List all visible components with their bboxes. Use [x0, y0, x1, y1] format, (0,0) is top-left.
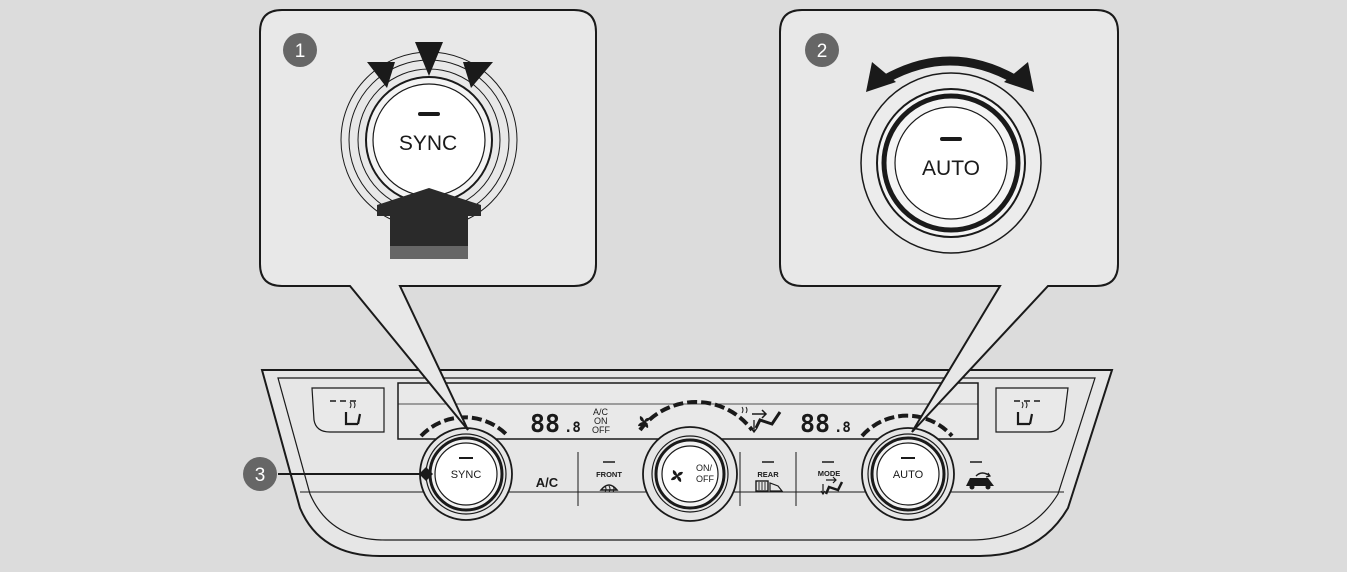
- recirculation-icon: [966, 472, 994, 490]
- right-temp-arc: [860, 413, 954, 438]
- sync-knob-label: SYNC: [451, 469, 482, 481]
- callout-2-number-marker: 2: [805, 33, 839, 67]
- ac-button-label: A/C: [536, 475, 559, 490]
- callout-1-button-label: SYNC: [399, 132, 457, 155]
- climate-control-panel: 88 .8 A/C ON OFF 88 .8 A/C FRONT: [260, 369, 1114, 557]
- callout-2-button-label: AUTO: [922, 157, 980, 180]
- right-seat-heater-icon: [1016, 401, 1034, 426]
- rotate-arrow-icon: [866, 56, 1034, 92]
- knob-fan-icon: [671, 470, 683, 482]
- left-temp-arc: [419, 415, 510, 438]
- ac-button[interactable]: A/C: [520, 452, 578, 506]
- fan-knob-label-bottom: OFF: [696, 474, 714, 484]
- fan-speed-arc: [638, 400, 754, 432]
- display-ac-label: A/C: [593, 407, 609, 417]
- mode-airflow-icon: [820, 476, 844, 496]
- front-defrost-button[interactable]: FRONT: [579, 452, 639, 506]
- fan-icon: [638, 416, 650, 428]
- sync-knob[interactable]: SYNC: [419, 427, 513, 521]
- display-airflow-icon: [741, 406, 782, 434]
- callout-1-number-marker: 1: [283, 33, 317, 67]
- auto-knob[interactable]: AUTO: [861, 427, 955, 521]
- auto-knob-label: AUTO: [893, 469, 924, 481]
- press-indicator-icon: [367, 42, 493, 88]
- auto-button-closeup: AUTO: [860, 72, 1042, 254]
- callout-2-number: 2: [817, 41, 828, 62]
- push-arrow-icon: [377, 188, 481, 259]
- marker-3-number: 3: [255, 465, 266, 486]
- sync-button-closeup: SYNC: [365, 76, 493, 204]
- callout-1: 1 SYNC: [259, 9, 597, 431]
- right-temp-readout: 88: [800, 409, 830, 438]
- fan-knob-label-top: ON/: [696, 463, 713, 473]
- left-temp-readout: 88: [530, 409, 560, 438]
- left-seat-heater-icon: [344, 401, 362, 426]
- right-seat-heater-button[interactable]: [995, 387, 1069, 433]
- mode-button[interactable]: MODE: [797, 452, 857, 506]
- front-button-label: FRONT: [596, 470, 622, 479]
- callout-1-number: 1: [295, 41, 306, 62]
- left-seat-heater-button[interactable]: [311, 387, 385, 433]
- right-temp-decimal: .8: [834, 420, 851, 436]
- rear-defrost-button[interactable]: REAR: [741, 452, 796, 506]
- rear-defrost-icon: [755, 480, 784, 492]
- left-temp-decimal: .8: [564, 420, 581, 436]
- recirculation-button[interactable]: [966, 461, 994, 490]
- marker-3: 3: [243, 457, 433, 491]
- callout-2: 2 AUTO: [779, 9, 1119, 433]
- fan-on-off-knob[interactable]: ON/ OFF: [642, 426, 738, 522]
- front-defrost-icon: [599, 484, 619, 493]
- rear-button-label: REAR: [757, 470, 779, 479]
- display-ac-on-label: ON: [594, 416, 608, 426]
- mode-button-label: MODE: [818, 469, 841, 478]
- display-ac-off-label: OFF: [592, 425, 610, 435]
